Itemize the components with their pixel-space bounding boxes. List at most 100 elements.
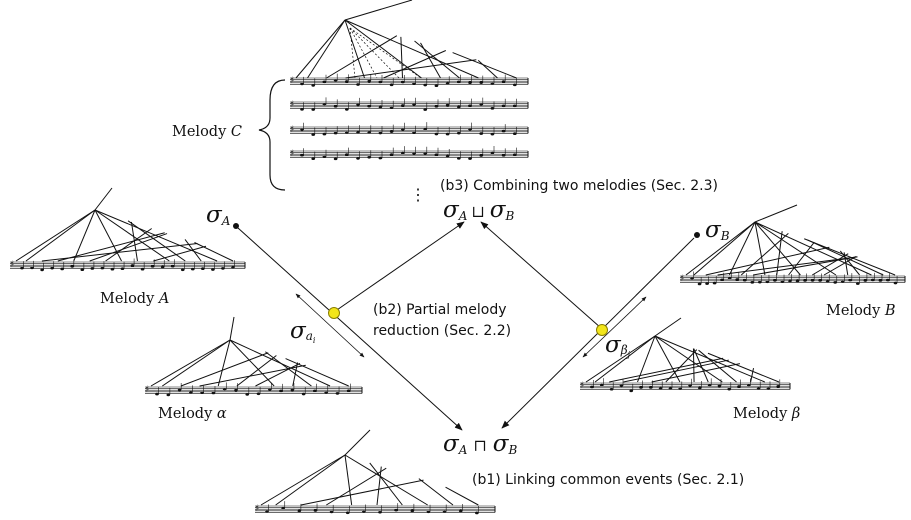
melody-alpha-note	[245, 393, 250, 396]
caption-b2-line2: reduction (Sec. 2.2)	[373, 323, 511, 339]
caption-b3: (b3) Combining two melodies (Sec. 2.3)	[440, 178, 718, 194]
melody-a-note	[170, 264, 175, 268]
melody-c-branch	[400, 36, 403, 79]
melody-c-3-note	[389, 130, 394, 133]
melody-c-2-note	[311, 108, 316, 111]
melody-beta-branch	[654, 335, 681, 383]
melody-c-3-note	[367, 130, 372, 134]
melody-b-note	[840, 280, 845, 283]
arrow-right-reduction-range	[582, 296, 647, 358]
melody-c-1-note	[423, 83, 428, 87]
melody-alpha-note	[346, 389, 351, 392]
melody-a-label: Melody A	[100, 291, 169, 307]
sigma-A-label: σA	[206, 202, 231, 228]
melody-c-3-note	[445, 132, 450, 136]
melody-c-2-note	[322, 103, 327, 106]
melody-c-4-note	[389, 153, 394, 156]
melody-b-note	[803, 279, 807, 282]
melody-b-branch	[839, 250, 860, 276]
melody-b-branch	[705, 246, 830, 276]
melody-alpha-note	[256, 392, 261, 396]
melody-beta-root-branch	[654, 317, 682, 337]
melody-beta-branch	[692, 348, 695, 383]
melody-meet-note	[426, 510, 431, 514]
melody-c-2-note	[423, 108, 428, 111]
melody-alpha-note	[222, 388, 227, 391]
melody-a-note	[201, 267, 205, 271]
melody-a-branch	[94, 209, 170, 262]
melody-a-note	[100, 266, 105, 270]
melody-c-2-key-signature: ♯	[290, 100, 294, 110]
melody-alpha-staff: ♯	[145, 382, 363, 397]
melody-c-dashed-branch	[349, 27, 378, 79]
melody-b-note	[855, 282, 860, 285]
partial-reduction-node-right	[596, 324, 608, 336]
melody-c-4-note	[333, 157, 338, 161]
melody-alpha-note	[301, 392, 306, 396]
melody-b-note	[735, 278, 740, 281]
melody-b-key-signature: ♯	[680, 274, 684, 284]
melody-c-2-note	[445, 103, 450, 107]
melody-beta-branch	[693, 348, 709, 383]
melody-c-1-note	[468, 81, 472, 85]
melody-c-root-branch	[344, 0, 413, 21]
melody-c-4-note	[356, 157, 360, 160]
melody-a-note	[211, 268, 215, 271]
melody-c-2-note	[479, 103, 484, 106]
melody-b-root-branch	[754, 204, 798, 223]
melody-beta-note	[766, 387, 771, 390]
melody-c-2-staff: ♯	[290, 97, 529, 111]
melody-b-note	[705, 282, 709, 285]
melody-a-note	[160, 265, 165, 269]
melody-alpha-key-signature: ♯	[145, 385, 149, 395]
melody-beta-note	[698, 386, 702, 390]
melody-c-4-note	[401, 151, 405, 155]
melody-beta-note	[707, 384, 712, 387]
melody-a-note	[30, 266, 34, 270]
melody-beta-branch	[651, 363, 741, 383]
melody-b-note	[833, 281, 837, 284]
melody-c-3-note	[401, 128, 405, 132]
melody-a-note	[140, 267, 145, 271]
sigma-beta-j-label: σβj	[605, 332, 631, 359]
melody-beta-branch	[654, 335, 765, 383]
melody-a-branch	[105, 228, 152, 262]
melody-c-3-key-signature: ♯	[290, 125, 294, 135]
melody-b-branch	[740, 232, 789, 276]
melody-c-1-note	[490, 82, 495, 85]
melody-alpha-branch	[162, 339, 231, 387]
melody-a-note	[20, 266, 24, 270]
melody-b-note	[765, 280, 770, 284]
melody-c-4-note	[423, 152, 428, 156]
melody-b-branch	[754, 221, 872, 276]
melody-c-branch	[383, 50, 447, 79]
melody-meet-branch	[275, 454, 346, 506]
melody-meet-branch	[445, 486, 479, 506]
melody-c-4-note	[345, 153, 349, 156]
melody-c-dashed-branch	[349, 27, 356, 79]
melody-c-3-staff: ♯	[290, 122, 529, 136]
melody-beta-note	[756, 387, 761, 390]
melody-beta-note	[639, 386, 643, 389]
melody-a-branch	[94, 209, 122, 262]
melody-meet-branch	[344, 454, 428, 506]
melody-meet-note	[458, 509, 463, 513]
melody-b-note	[690, 277, 694, 280]
melody-alpha-note	[200, 391, 204, 394]
melody-alpha-branch	[180, 352, 269, 387]
melody-beta-branch	[750, 368, 755, 383]
melody-c-2-note	[490, 107, 495, 110]
melody-c-1-note	[300, 82, 304, 86]
melody-meet-note	[394, 508, 398, 512]
melody-b-note	[697, 282, 702, 286]
melody-a-tree: ♯	[10, 187, 246, 272]
melody-c-4-note	[412, 152, 416, 156]
melody-beta-note	[776, 385, 780, 388]
melody-alpha-note	[313, 389, 317, 393]
melody-b-branch	[811, 253, 849, 276]
melody-beta-staff: ♯	[580, 378, 791, 393]
melody-c-2-note	[412, 103, 416, 107]
melody-beta-branch	[707, 352, 780, 383]
melody-beta-branch	[665, 349, 698, 383]
melody-c-branch	[326, 35, 398, 79]
